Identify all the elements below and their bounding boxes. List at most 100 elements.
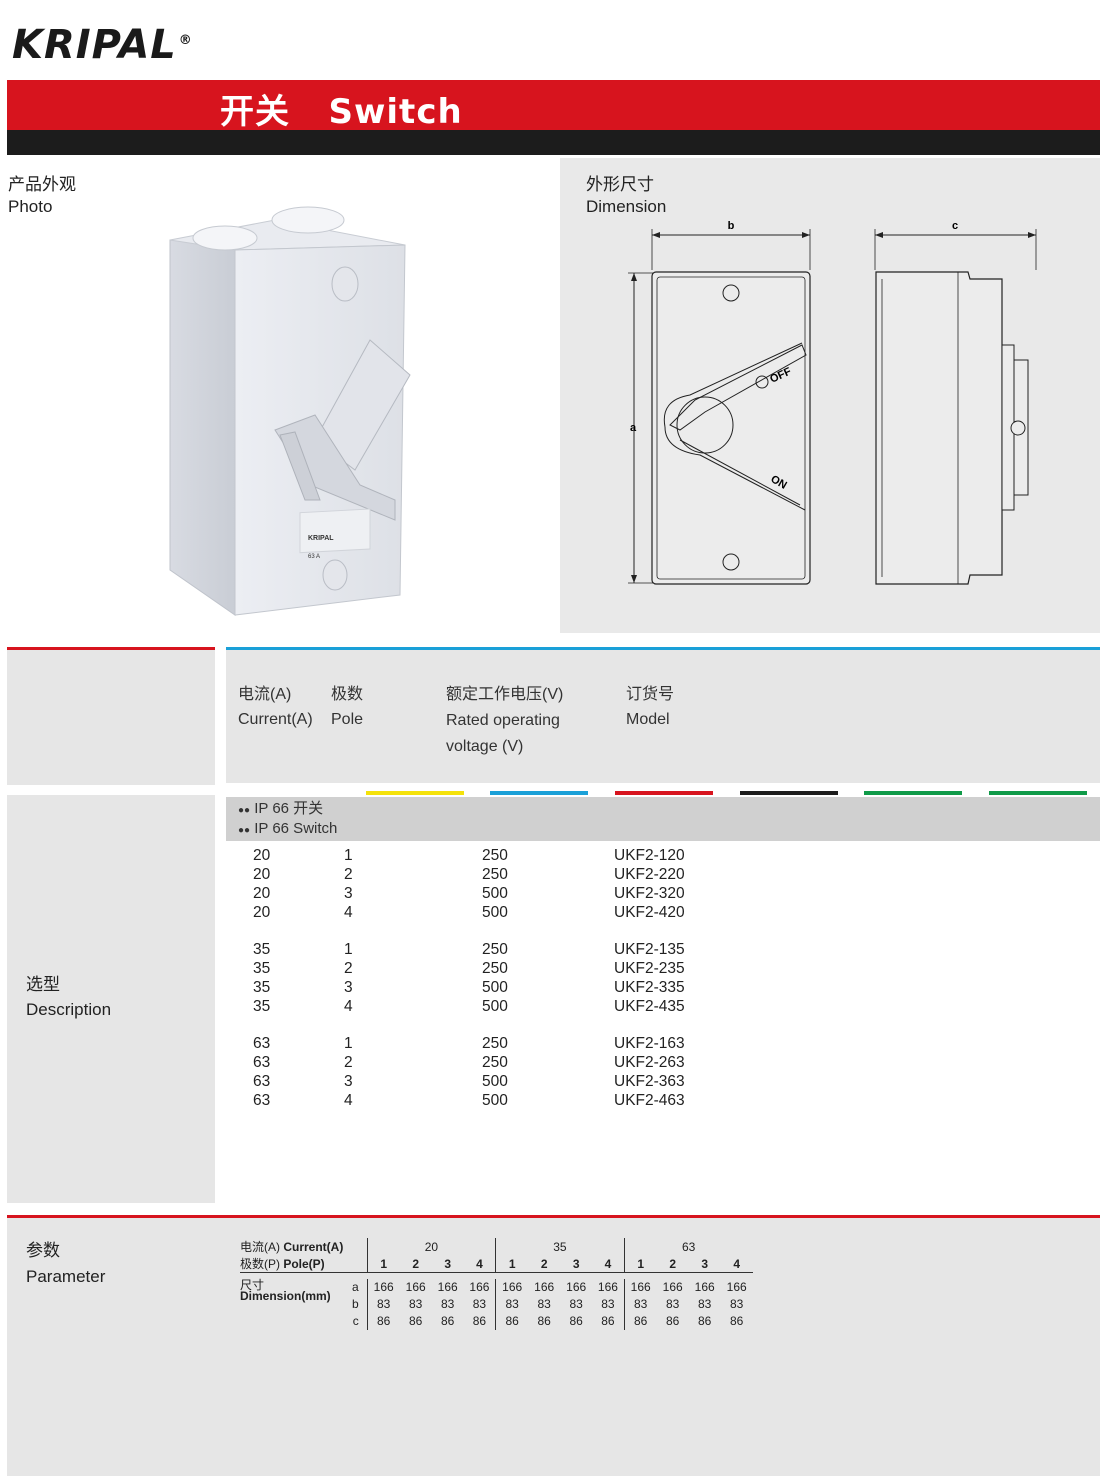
cell-current: 63 bbox=[253, 1054, 271, 1071]
param-dim-value: 86 bbox=[377, 1314, 391, 1328]
param-dim-key: b bbox=[352, 1297, 359, 1311]
description-label-en: Description bbox=[26, 1000, 112, 1019]
param-pole-value: 4 bbox=[592, 1255, 625, 1273]
col-current: 电流(A) Current(A) bbox=[238, 682, 313, 732]
param-dim-value: 83 bbox=[634, 1297, 648, 1311]
cell-model: UKF2-435 bbox=[614, 998, 685, 1015]
param-dim-value: 83 bbox=[505, 1297, 519, 1311]
param-separator bbox=[623, 1238, 625, 1255]
param-dim-value: 83 bbox=[537, 1297, 551, 1311]
description-label: 选型 Description bbox=[26, 972, 111, 1022]
param-dim-value: 83 bbox=[569, 1297, 583, 1311]
param-dim-key: a bbox=[352, 1280, 359, 1294]
param-spacer bbox=[352, 1238, 367, 1255]
cell-voltage: 500 bbox=[482, 979, 508, 996]
param-dim-value: 86 bbox=[569, 1314, 583, 1328]
dimension-label-en: Dimension bbox=[586, 197, 667, 216]
param-dim-label: Dimension(mm) bbox=[240, 1289, 352, 1313]
param-separator bbox=[495, 1278, 497, 1296]
dim-c-label: c bbox=[952, 220, 958, 232]
description-left-box bbox=[7, 795, 215, 1203]
cell-model: UKF2-263 bbox=[614, 1054, 685, 1071]
col-pole: 极数 Pole bbox=[331, 682, 363, 732]
cell-pole: 1 bbox=[344, 941, 353, 958]
col-voltage-cn: 额定工作电压(V) bbox=[446, 686, 564, 703]
param-pole-value: 1 bbox=[624, 1255, 657, 1273]
param-dim-value: 86 bbox=[634, 1314, 648, 1328]
col-pole-cn: 极数 bbox=[331, 686, 364, 703]
ip-rating-en: IP 66 Switch bbox=[254, 820, 338, 837]
param-dim-value: 86 bbox=[537, 1314, 551, 1328]
param-separator bbox=[366, 1238, 368, 1255]
col-current-cn: 电流(A) bbox=[238, 686, 292, 703]
cell-voltage: 250 bbox=[482, 960, 508, 977]
cell-model: UKF2-320 bbox=[614, 885, 685, 902]
cell-pole: 2 bbox=[344, 960, 353, 977]
parameter-label: 参数 Parameter bbox=[26, 1238, 105, 1290]
photo-label-cn: 产品外观 bbox=[8, 175, 76, 194]
param-separator bbox=[623, 1295, 625, 1313]
param-dim-value: 166 bbox=[694, 1280, 715, 1294]
device-rating-label: 63 A bbox=[308, 554, 320, 560]
col-current-en: Current(A) bbox=[238, 711, 313, 728]
parameter-label-en: Parameter bbox=[26, 1267, 106, 1286]
param-dim-value: 86 bbox=[601, 1314, 615, 1328]
cell-pole: 3 bbox=[344, 979, 353, 996]
cell-model: UKF2-463 bbox=[614, 1092, 685, 1109]
page-title: 开关 Switch bbox=[220, 92, 463, 132]
param-dim-value: 86 bbox=[505, 1314, 519, 1328]
cell-model: UKF2-135 bbox=[614, 941, 685, 958]
parameter-red-line bbox=[7, 1215, 1100, 1218]
header-red-line bbox=[7, 647, 215, 650]
param-dim-value: 83 bbox=[441, 1297, 455, 1311]
cell-model: UKF2-120 bbox=[614, 847, 685, 864]
param-pole-value: 3 bbox=[560, 1255, 593, 1273]
cell-model: UKF2-163 bbox=[614, 1035, 685, 1052]
param-pole-label-cn: 极数(P) bbox=[240, 1257, 280, 1271]
param-dim-value: 83 bbox=[601, 1297, 615, 1311]
col-model-en: Model bbox=[626, 711, 670, 728]
parameter-label-cn: 参数 bbox=[26, 1241, 60, 1260]
cell-pole: 3 bbox=[344, 1073, 353, 1090]
param-separator bbox=[495, 1255, 497, 1273]
device-brand-label: KRIPAL bbox=[308, 535, 334, 542]
col-model: 订货号 Model bbox=[626, 682, 674, 732]
cell-current: 35 bbox=[253, 998, 271, 1015]
param-dim-value: 83 bbox=[666, 1297, 680, 1311]
param-separator bbox=[366, 1255, 368, 1273]
ip-rating-cn: IP 66 开关 bbox=[254, 800, 324, 817]
param-current-label: 电流(A) Current(A) bbox=[240, 1238, 352, 1255]
param-dim-label: 尺寸 bbox=[240, 1277, 352, 1296]
param-pole-value: 3 bbox=[431, 1255, 464, 1273]
param-current-value: 35 bbox=[553, 1239, 567, 1254]
param-dim-label-en: Dimension(mm) bbox=[240, 1288, 331, 1303]
param-dim-value: 166 bbox=[405, 1280, 426, 1294]
param-pole-value: 2 bbox=[656, 1255, 689, 1273]
cell-model: UKF2-335 bbox=[614, 979, 685, 996]
title-bar bbox=[7, 80, 1100, 130]
color-band bbox=[864, 791, 962, 795]
dim-b-label: b bbox=[728, 220, 735, 232]
cell-current: 20 bbox=[253, 866, 271, 883]
param-dim-value: 86 bbox=[730, 1314, 744, 1328]
cell-current: 20 bbox=[253, 904, 271, 921]
param-dim-label-cn: 尺寸 bbox=[240, 1277, 265, 1292]
color-band bbox=[989, 791, 1087, 795]
dim-a-label: a bbox=[630, 422, 637, 434]
param-pole-value: 1 bbox=[367, 1255, 400, 1273]
cell-model: UKF2-420 bbox=[614, 904, 685, 921]
param-separator bbox=[495, 1238, 497, 1255]
cell-current: 35 bbox=[253, 960, 271, 977]
param-dim-value: 166 bbox=[373, 1280, 394, 1294]
cell-pole: 3 bbox=[344, 885, 353, 902]
param-dim-value: 166 bbox=[662, 1280, 683, 1294]
cell-voltage: 250 bbox=[482, 847, 508, 864]
col-pole-en: Pole bbox=[331, 711, 364, 728]
param-dim-label bbox=[240, 1313, 352, 1330]
param-current-label-cn: 电流(A) bbox=[240, 1240, 280, 1254]
cell-model: UKF2-220 bbox=[614, 866, 685, 883]
